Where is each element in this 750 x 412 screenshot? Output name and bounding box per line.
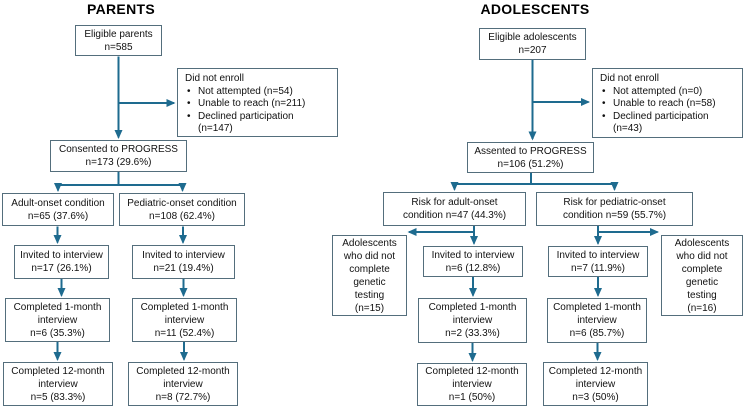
adol-risk-adult-text: Risk for adult-onset condition n=47 (44.…	[402, 197, 507, 221]
adol-risk-pediatric-box: Risk for pediatric-onset condition n=59 …	[536, 192, 693, 226]
bullet-item: Unable to reach (n=58)	[599, 98, 728, 111]
adol-adult-month12-text: Completed 12-month interview n=1 (50%)	[425, 366, 519, 403]
parents-pediatric-month1-text: Completed 1-month interview n=11 (52.4%)	[140, 301, 229, 339]
adol-no-testing-left-box: Adolescents who did not complete genetic…	[332, 235, 407, 316]
parents-adult-month1-box: Completed 1-month interview n=6 (35.3%)	[5, 298, 110, 342]
parents-pediatric-month12-box: Completed 12-month interview n=8 (72.7%)	[128, 362, 238, 406]
did-not-enroll-header: Did not enroll	[185, 73, 244, 84]
adolescents-title: ADOLESCENTS	[480, 1, 590, 17]
adol-adult-month1-box: Completed 1-month interview n=2 (33.3%)	[418, 298, 527, 343]
parents-did-not-enroll-box: Did not enroll Not attempted (n=54) Unab…	[177, 68, 338, 137]
parents-adult-onset-text: Adult-onset condition n=65 (37.6%)	[11, 197, 105, 222]
adol-eligible-box: Eligible adolescents n=207	[479, 28, 586, 60]
adol-adult-invited-text: Invited to interview n=6 (12.8%)	[431, 249, 515, 274]
parents-pediatric-month12-text: Completed 12-month interview n=8 (72.7%)	[136, 365, 230, 403]
parents-pediatric-invited-box: Invited to interview n=21 (19.4%)	[132, 245, 235, 279]
parents-eligible-box: Eligible parents n=585	[75, 25, 162, 56]
adol-pediatric-month1-text: Completed 1-month interview n=6 (85.7%)	[553, 302, 641, 339]
parents-adult-month1-text: Completed 1-month interview n=6 (35.3%)	[13, 301, 102, 339]
adol-pediatric-invited-text: Invited to interview n=7 (11.9%)	[556, 249, 640, 274]
adol-eligible-text: Eligible adolescents n=207	[488, 32, 577, 56]
adol-adult-month1-text: Completed 1-month interview n=2 (33.3%)	[428, 302, 517, 339]
parents-eligible-text: Eligible parents n=585	[84, 28, 153, 53]
parents-pediatric-month1-box: Completed 1-month interview n=11 (52.4%)	[132, 298, 237, 342]
parents-pediatric-onset-box: Pediatric-onset condition n=108 (62.4%)	[119, 193, 245, 226]
parents-adult-month12-box: Completed 12-month interview n=5 (83.3%)	[3, 362, 113, 406]
adol-risk-adult-box: Risk for adult-onset condition n=47 (44.…	[383, 192, 526, 226]
bullet-item: Declined participation (n=43)	[599, 111, 728, 136]
adol-pediatric-month12-box: Completed 12-month interview n=3 (50%)	[543, 362, 648, 406]
adol-did-not-enroll-box: Did not enroll Not attempted (n=0) Unabl…	[592, 68, 743, 138]
adol-assented-text: Assented to PROGRESS n=106 (51.2%)	[474, 145, 587, 170]
adol-pediatric-month12-text: Completed 12-month interview n=3 (50%)	[548, 365, 643, 403]
parents-consented-box: Consented to PROGRESS n=173 (29.6%)	[50, 140, 187, 172]
adol-adult-month12-box: Completed 12-month interview n=1 (50%)	[417, 363, 527, 406]
adol-no-testing-left-text: Adolescents who did not complete genetic…	[342, 237, 397, 314]
connector-lines	[53, 56, 659, 362]
adol-no-testing-right-box: Adolescents who did not complete genetic…	[661, 235, 743, 316]
adol-pediatric-invited-box: Invited to interview n=7 (11.9%)	[548, 246, 648, 277]
adol-pediatric-month1-box: Completed 1-month interview n=6 (85.7%)	[547, 298, 647, 343]
parents-adult-invited-box: Invited to interview n=17 (26.1%)	[14, 245, 109, 279]
parents-pediatric-onset-text: Pediatric-onset condition n=108 (62.4%)	[127, 197, 237, 222]
parents-title: PARENTS	[87, 1, 155, 17]
adol-no-testing-right-text: Adolescents who did not complete genetic…	[674, 237, 730, 314]
did-not-enroll-list: Not attempted (n=54) Unable to reach (n=…	[184, 86, 333, 136]
bullet-item: Unable to reach (n=211)	[184, 98, 323, 111]
parents-pediatric-invited-text: Invited to interview n=21 (19.4%)	[142, 250, 225, 274]
adol-assented-box: Assented to PROGRESS n=106 (51.2%)	[467, 142, 594, 173]
parents-adult-onset-box: Adult-onset condition n=65 (37.6%)	[2, 193, 114, 226]
adol-risk-pediatric-text: Risk for pediatric-onset condition n=59 …	[562, 197, 667, 221]
bullet-item: Not attempted (n=0)	[599, 86, 728, 99]
parents-adult-month12-text: Completed 12-month interview n=5 (83.3%)	[11, 365, 105, 403]
adol-adult-invited-box: Invited to interview n=6 (12.8%)	[423, 246, 523, 277]
bullet-item: Not attempted (n=54)	[184, 86, 323, 99]
parents-consented-text: Consented to PROGRESS n=173 (29.6%)	[59, 144, 178, 168]
bullet-item: Declined participation (n=147)	[184, 111, 323, 136]
parents-adult-invited-text: Invited to interview n=17 (26.1%)	[20, 250, 103, 274]
did-not-enroll-list: Not attempted (n=0) Unable to reach (n=5…	[599, 86, 738, 136]
did-not-enroll-header: Did not enroll	[600, 73, 659, 84]
